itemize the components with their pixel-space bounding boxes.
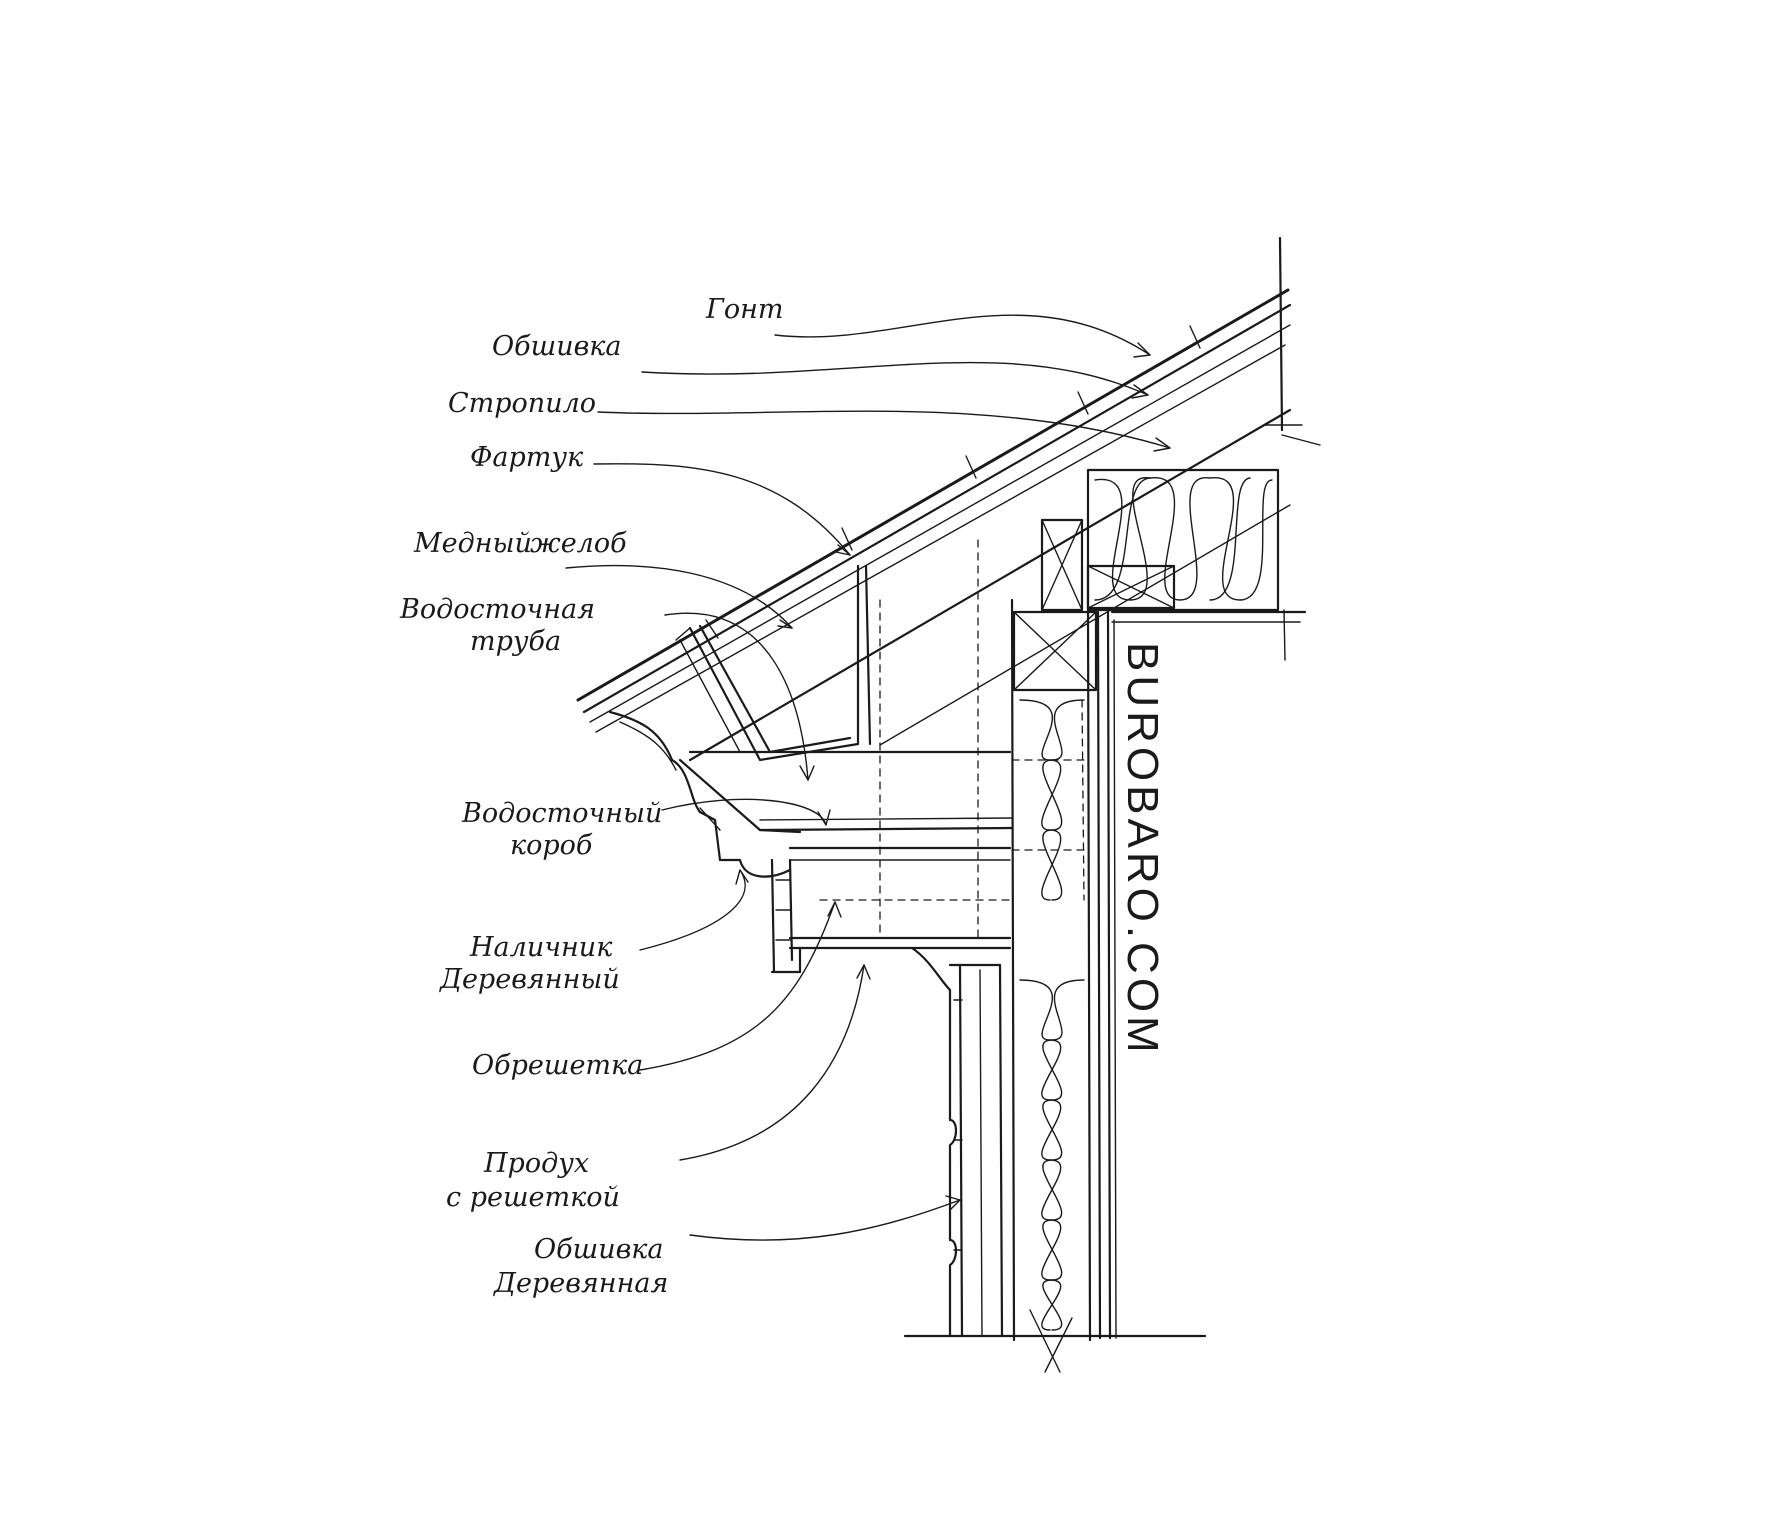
label-gont: Гонт <box>705 294 784 325</box>
gutter-box <box>688 750 1014 974</box>
label-box-line2: короб <box>510 830 593 861</box>
label-trim-line2: Деревянный <box>439 964 620 995</box>
copper-gutter <box>675 564 872 762</box>
label-vent-line1: Продух <box>483 1148 589 1179</box>
label-gutter-line2: желоб <box>530 528 627 559</box>
cornice-moulding <box>608 710 802 878</box>
label-box-line1: Водосточный <box>461 798 662 829</box>
top-plate-blocks <box>1012 518 1176 692</box>
label-stropilo: Стропило <box>448 388 596 419</box>
leader-lines <box>565 314 1171 1241</box>
wall-insulation <box>1019 699 1085 1331</box>
soffit-vent-and-cladding <box>910 946 1004 1338</box>
wall-structure <box>903 236 1307 1373</box>
label-cladding-line1: Обшивка <box>534 1234 664 1265</box>
watermark-text: BUROBARO.COM <box>1118 642 1167 1057</box>
label-obshivka: Обшивка <box>492 331 622 362</box>
roof-assembly <box>576 288 1321 762</box>
annotation-labels: Гонт Обшивка Стропило Фартук Медный жело… <box>399 294 784 1299</box>
label-vent-line2: с решеткой <box>446 1182 620 1213</box>
label-soffit: Обрешетка <box>472 1050 643 1081</box>
label-cladding-line2: Деревянная <box>493 1268 668 1299</box>
label-downpipe-line2: труба <box>470 626 561 657</box>
hidden-lines <box>819 539 1091 939</box>
label-trim-line1: Наличник <box>469 932 613 963</box>
label-gutter-line1: Медный <box>413 528 532 559</box>
attic-insulation <box>1086 468 1280 612</box>
label-downpipe-line1: Водосточная <box>399 594 595 625</box>
label-fartuk: Фартук <box>470 442 584 473</box>
